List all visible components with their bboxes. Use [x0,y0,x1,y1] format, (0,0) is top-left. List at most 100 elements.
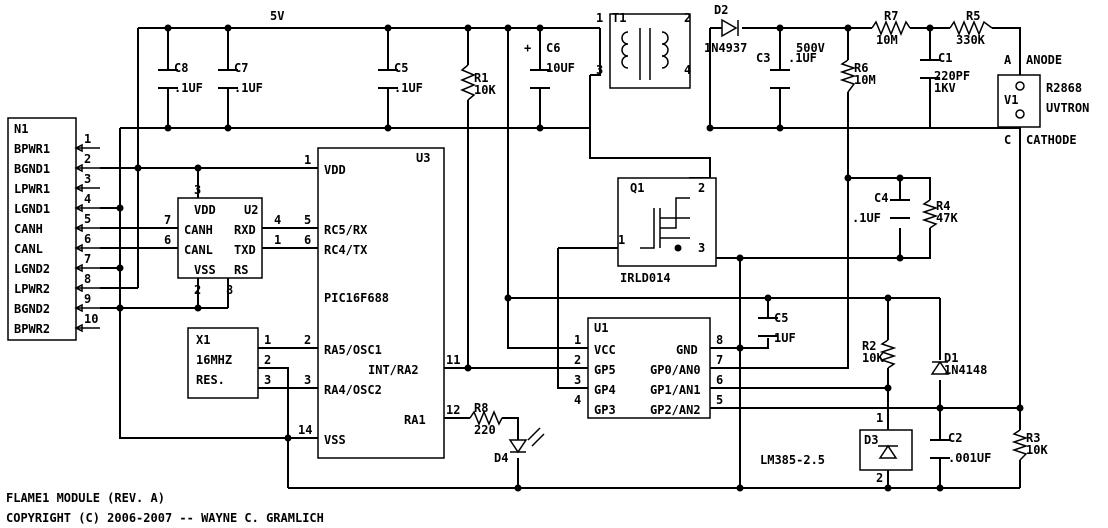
svg-text:LPWR1: LPWR1 [14,182,50,196]
svg-text:6: 6 [84,232,91,246]
footer-copyright: COPYRIGHT (C) 2006-2007 -- WAYNE C. GRAM… [6,511,324,525]
svg-text:BGND2: BGND2 [14,302,50,316]
svg-text:1: 1 [618,233,625,247]
svg-text:RA1: RA1 [404,413,426,427]
svg-text:R4: R4 [936,199,950,213]
svg-text:10M: 10M [876,33,898,47]
capacitor-c5a: C5.1UF [378,61,423,95]
svg-text:1KV: 1KV [934,81,956,95]
svg-text:UVTRON: UVTRON [1046,101,1089,115]
svg-text:+: + [524,41,531,55]
svg-text:C3: C3 [756,51,770,65]
svg-text:RA5/OSC1: RA5/OSC1 [324,343,382,357]
capacitor-c8: C8 .1UF [158,61,203,95]
svg-text:5: 5 [304,213,311,227]
svg-text:CANL: CANL [184,243,213,257]
diode-d2: D2 1N4937 [704,3,747,55]
svg-text:X1: X1 [196,333,210,347]
svg-text:1: 1 [84,132,91,146]
mosfet-q1: Q1 IRLD014 1 2 3 [617,177,717,285]
svg-text:RC5/RX: RC5/RX [324,223,368,237]
svg-text:7: 7 [716,353,723,367]
svg-text:VSS: VSS [324,433,346,447]
svg-text:4: 4 [684,63,691,77]
svg-text:.1UF: .1UF [174,81,203,95]
capacitor-c4: C4 .1UF [852,191,910,225]
svg-text:IRLD014: IRLD014 [620,271,671,285]
svg-text:T1: T1 [612,11,626,25]
svg-text:U3: U3 [416,151,430,165]
svg-text:330K: 330K [956,33,986,47]
svg-text:2: 2 [574,353,581,367]
svg-text:4: 4 [84,192,91,206]
svg-text:8: 8 [84,272,91,286]
svg-text:R2868: R2868 [1046,81,1082,95]
connector-ref: N1 [14,122,28,136]
svg-text:.1UF: .1UF [234,81,263,95]
svg-text:4: 4 [574,393,581,407]
svg-text:V1: V1 [1004,93,1018,107]
svg-text:R2: R2 [862,339,876,353]
svg-text:LGND2: LGND2 [14,262,50,276]
svg-text:3: 3 [304,373,311,387]
svg-text:6: 6 [304,233,311,247]
svg-text:CANL: CANL [14,242,43,256]
svg-text:VCC: VCC [594,343,616,357]
svg-text:RA4/OSC2: RA4/OSC2 [324,383,382,397]
svg-text:10M: 10M [854,73,876,87]
svg-text:1: 1 [274,233,281,247]
connector-arrows [74,143,100,333]
svg-text:R7: R7 [884,9,898,23]
svg-text:R3: R3 [1026,431,1040,445]
svg-text:C2: C2 [948,431,962,445]
svg-text:VSS: VSS [194,263,216,277]
svg-text:RXD: RXD [234,223,256,237]
connector-pin-8: LPWR2 8 [14,272,91,296]
svg-text:D2: D2 [714,3,728,17]
svg-text:10: 10 [84,312,98,326]
svg-text:RES.: RES. [196,373,225,387]
svg-text:INT/RA2: INT/RA2 [368,363,419,377]
svg-text:2: 2 [264,353,271,367]
diode-d3: D3 LM385-2.5 1 2 [760,411,913,485]
svg-text:5: 5 [84,212,91,226]
svg-text:16MHZ: 16MHZ [196,353,232,367]
supply-label: 5V [270,9,284,23]
svg-text:2: 2 [684,11,691,25]
svg-text:Q1: Q1 [630,181,644,195]
svg-text:GP4: GP4 [594,383,616,397]
svg-text:5: 5 [716,393,723,407]
connector-pin-7: LGND2 7 [14,252,91,276]
resistor-r7: R7 10M [871,9,911,47]
svg-text:8: 8 [716,333,723,347]
svg-text:3: 3 [698,241,705,255]
svg-text:C8: C8 [174,61,188,75]
svg-text:4: 4 [274,213,281,227]
tube-v1: V1 R2868 UVTRON A ANODE C CATHODE [997,53,1089,147]
capacitor-c2: C2.001UF [930,431,991,465]
svg-text:1: 1 [596,11,603,25]
svg-text:7: 7 [84,252,91,266]
svg-text:220PF: 220PF [934,69,970,83]
svg-text:C4: C4 [874,191,888,205]
svg-text:LPWR2: LPWR2 [14,282,50,296]
svg-text:D3: D3 [864,433,878,447]
svg-text:6: 6 [164,233,171,247]
svg-text:6: 6 [716,373,723,387]
svg-text:10K: 10K [474,83,496,97]
svg-text:.1UF: .1UF [852,211,881,225]
svg-text:GP1/AN1: GP1/AN1 [650,383,701,397]
svg-text:RC4/TX: RC4/TX [324,243,368,257]
connector-pin-6: CANL 6 [14,232,91,256]
